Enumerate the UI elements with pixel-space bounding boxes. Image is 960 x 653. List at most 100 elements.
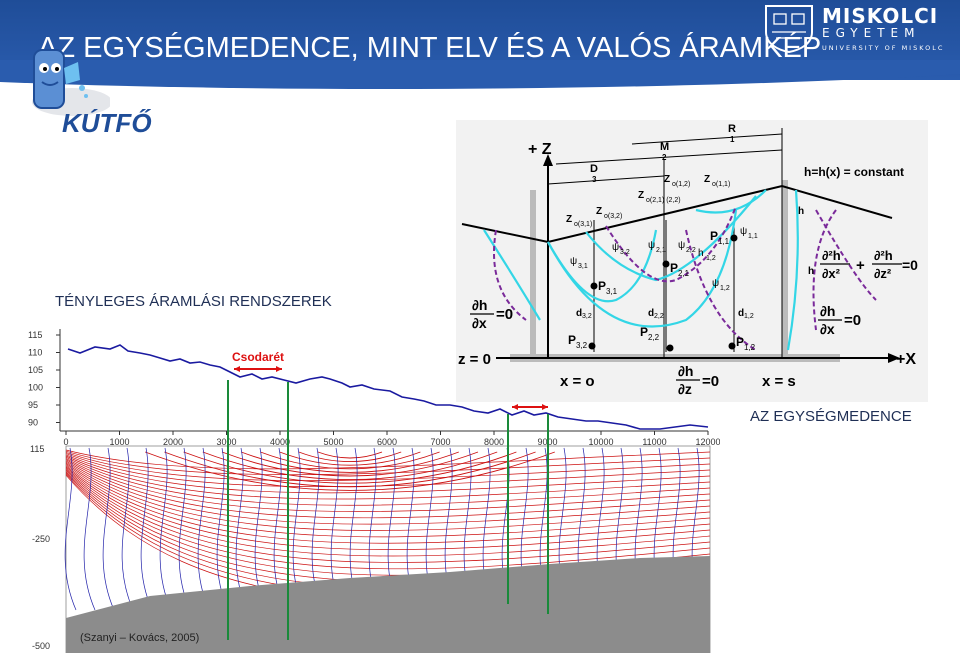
flow-loop — [298, 451, 402, 462]
kutfo-logo-text: KÚTFŐ — [62, 108, 152, 138]
flow-line — [65, 466, 711, 557]
label-psi21: ψ — [648, 240, 655, 251]
flow-line — [65, 456, 711, 506]
point-P11 — [730, 234, 738, 242]
label-P21: P — [670, 261, 678, 275]
x-s-label: x = s — [762, 373, 796, 390]
profile-x-tick-label: 4000 — [270, 437, 290, 447]
equipotential-line — [102, 447, 115, 611]
equipotential-line — [178, 447, 191, 611]
label-P22-sub: 2,2 — [648, 333, 660, 342]
point-P32 — [588, 342, 596, 350]
label-d12: d — [738, 308, 744, 319]
equipotential-5 — [812, 209, 837, 331]
label-R: R — [728, 123, 736, 135]
label-zo12: Z — [664, 174, 670, 185]
label-zo32-sub: o(3,2) — [604, 213, 622, 220]
x-axis-arrowhead — [888, 353, 900, 363]
label-P11-sub: 1,1 — [718, 237, 730, 246]
flow-line — [65, 465, 711, 551]
university-en: UNIVERSITY OF MISKOLC — [822, 44, 945, 52]
profile-x-tick-label: 3000 — [216, 437, 236, 447]
label-psi12-sub: 1,2 — [720, 285, 730, 292]
equipotential-line — [140, 447, 153, 611]
lower-y-tick-250: -250 — [32, 534, 50, 544]
label-zo21: Z — [638, 190, 644, 201]
label-d22: d — [648, 308, 654, 319]
equipotential-1 — [493, 229, 527, 321]
dim-D — [547, 175, 665, 185]
csodaret-arrowhead-right — [276, 366, 282, 372]
profile-y-tick-label: 90 — [28, 418, 38, 428]
constant-label: h=h(x) = constant — [804, 165, 904, 179]
label-d22-sub: 2,2 — [654, 313, 664, 320]
label-psi31-sub: 3,1 — [578, 263, 588, 270]
citation: (Szanyi – Kovács, 2005) — [80, 632, 200, 644]
label-h12: h — [698, 248, 704, 259]
profile-x-tick-label: 12000 — [695, 437, 720, 447]
label-D-sub: 3 — [592, 175, 597, 184]
flow-loop — [202, 451, 498, 481]
label-psi21-sub: 2,1 — [656, 247, 666, 254]
slide-title: AZ EGYSÉGMEDENCE, MINT ELV ÉS A VALÓS ÁR… — [38, 32, 822, 64]
mascot-icon — [32, 49, 110, 116]
profile-y-tick-label: 115 — [28, 330, 42, 340]
bc-bottom-num: ∂h — [678, 363, 693, 379]
flow-loop — [279, 451, 421, 466]
second-zone-arrowhead-left — [512, 404, 518, 410]
cross-section-flownet: 115 -250 -500 — [30, 444, 711, 653]
label-unit-basin: AZ EGYSÉGMEDENCE — [750, 408, 912, 425]
profile-y-tick-label: 105 — [28, 365, 43, 375]
profile-x-tick-label: 7000 — [430, 437, 450, 447]
label-P32-sub: 3,2 — [576, 341, 588, 350]
flow-line — [65, 467, 711, 563]
point-P22 — [666, 344, 674, 352]
label-P22: P — [640, 325, 648, 339]
profile-x-tick-label: 8000 — [484, 437, 504, 447]
label-psi22: ψ — [678, 240, 685, 251]
cyan-flow-6 — [786, 189, 799, 351]
flow-loop — [164, 451, 536, 488]
label-P31: P — [598, 279, 606, 293]
label-psi31: ψ — [570, 256, 577, 267]
university-sub: EGYETEM — [822, 26, 921, 40]
label-D: D — [590, 163, 598, 175]
label-zo12-sub: o(1,2) — [672, 181, 690, 188]
label-zo11: Z — [704, 174, 710, 185]
label-psi22-sub: 2,2 — [686, 247, 696, 254]
laplace-a-den: ∂x² — [822, 266, 841, 281]
label-P32: P — [568, 333, 576, 347]
label-real-flow-systems: TÉNYLEGES ÁRAMLÁSI RENDSZEREK — [55, 293, 332, 310]
unit-basin-diagram: + Z +X z = 0 x = o x = s h=h(x) = consta… — [456, 120, 928, 402]
flow-line — [65, 459, 711, 519]
label-d12-sub: 1,2 — [744, 313, 754, 320]
laplace-a-num: ∂²h — [822, 248, 841, 263]
bc-right-den: ∂x — [820, 321, 835, 337]
label-d32-sub: 3,2 — [582, 313, 592, 320]
profile-x-tick-label: 0 — [63, 437, 68, 447]
label-h12-sub: 1,2 — [706, 255, 716, 262]
z-axis-arrowhead — [543, 154, 553, 166]
label-d32: d — [576, 308, 582, 319]
profile-x-tick-label: 1000 — [109, 437, 129, 447]
equipotential-line — [159, 447, 172, 611]
profile-y-tick-label: 110 — [28, 348, 42, 358]
profile-x-tick-label: 5000 — [323, 437, 343, 447]
flow-line — [65, 452, 711, 482]
bc-right-num: ∂h — [820, 303, 835, 319]
bc-left-val: =0 — [496, 306, 513, 323]
csodaret-label: Csodarét — [232, 350, 284, 364]
lower-y-tick-115: 115 — [30, 444, 44, 454]
label-M: M — [660, 141, 669, 153]
label-zo21-sub: o(2,1) (2,2) — [646, 197, 681, 204]
label-zo31: Z — [566, 214, 572, 225]
flow-line — [65, 462, 711, 538]
flow-line — [65, 450, 711, 476]
z-zero-label: z = 0 — [458, 351, 491, 368]
equipotential-3 — [685, 229, 757, 351]
csodaret-arrowhead-left — [234, 366, 240, 372]
label-psi11: ψ — [740, 226, 747, 237]
point-P12 — [728, 342, 736, 350]
bc-left-num: ∂h — [472, 297, 487, 313]
